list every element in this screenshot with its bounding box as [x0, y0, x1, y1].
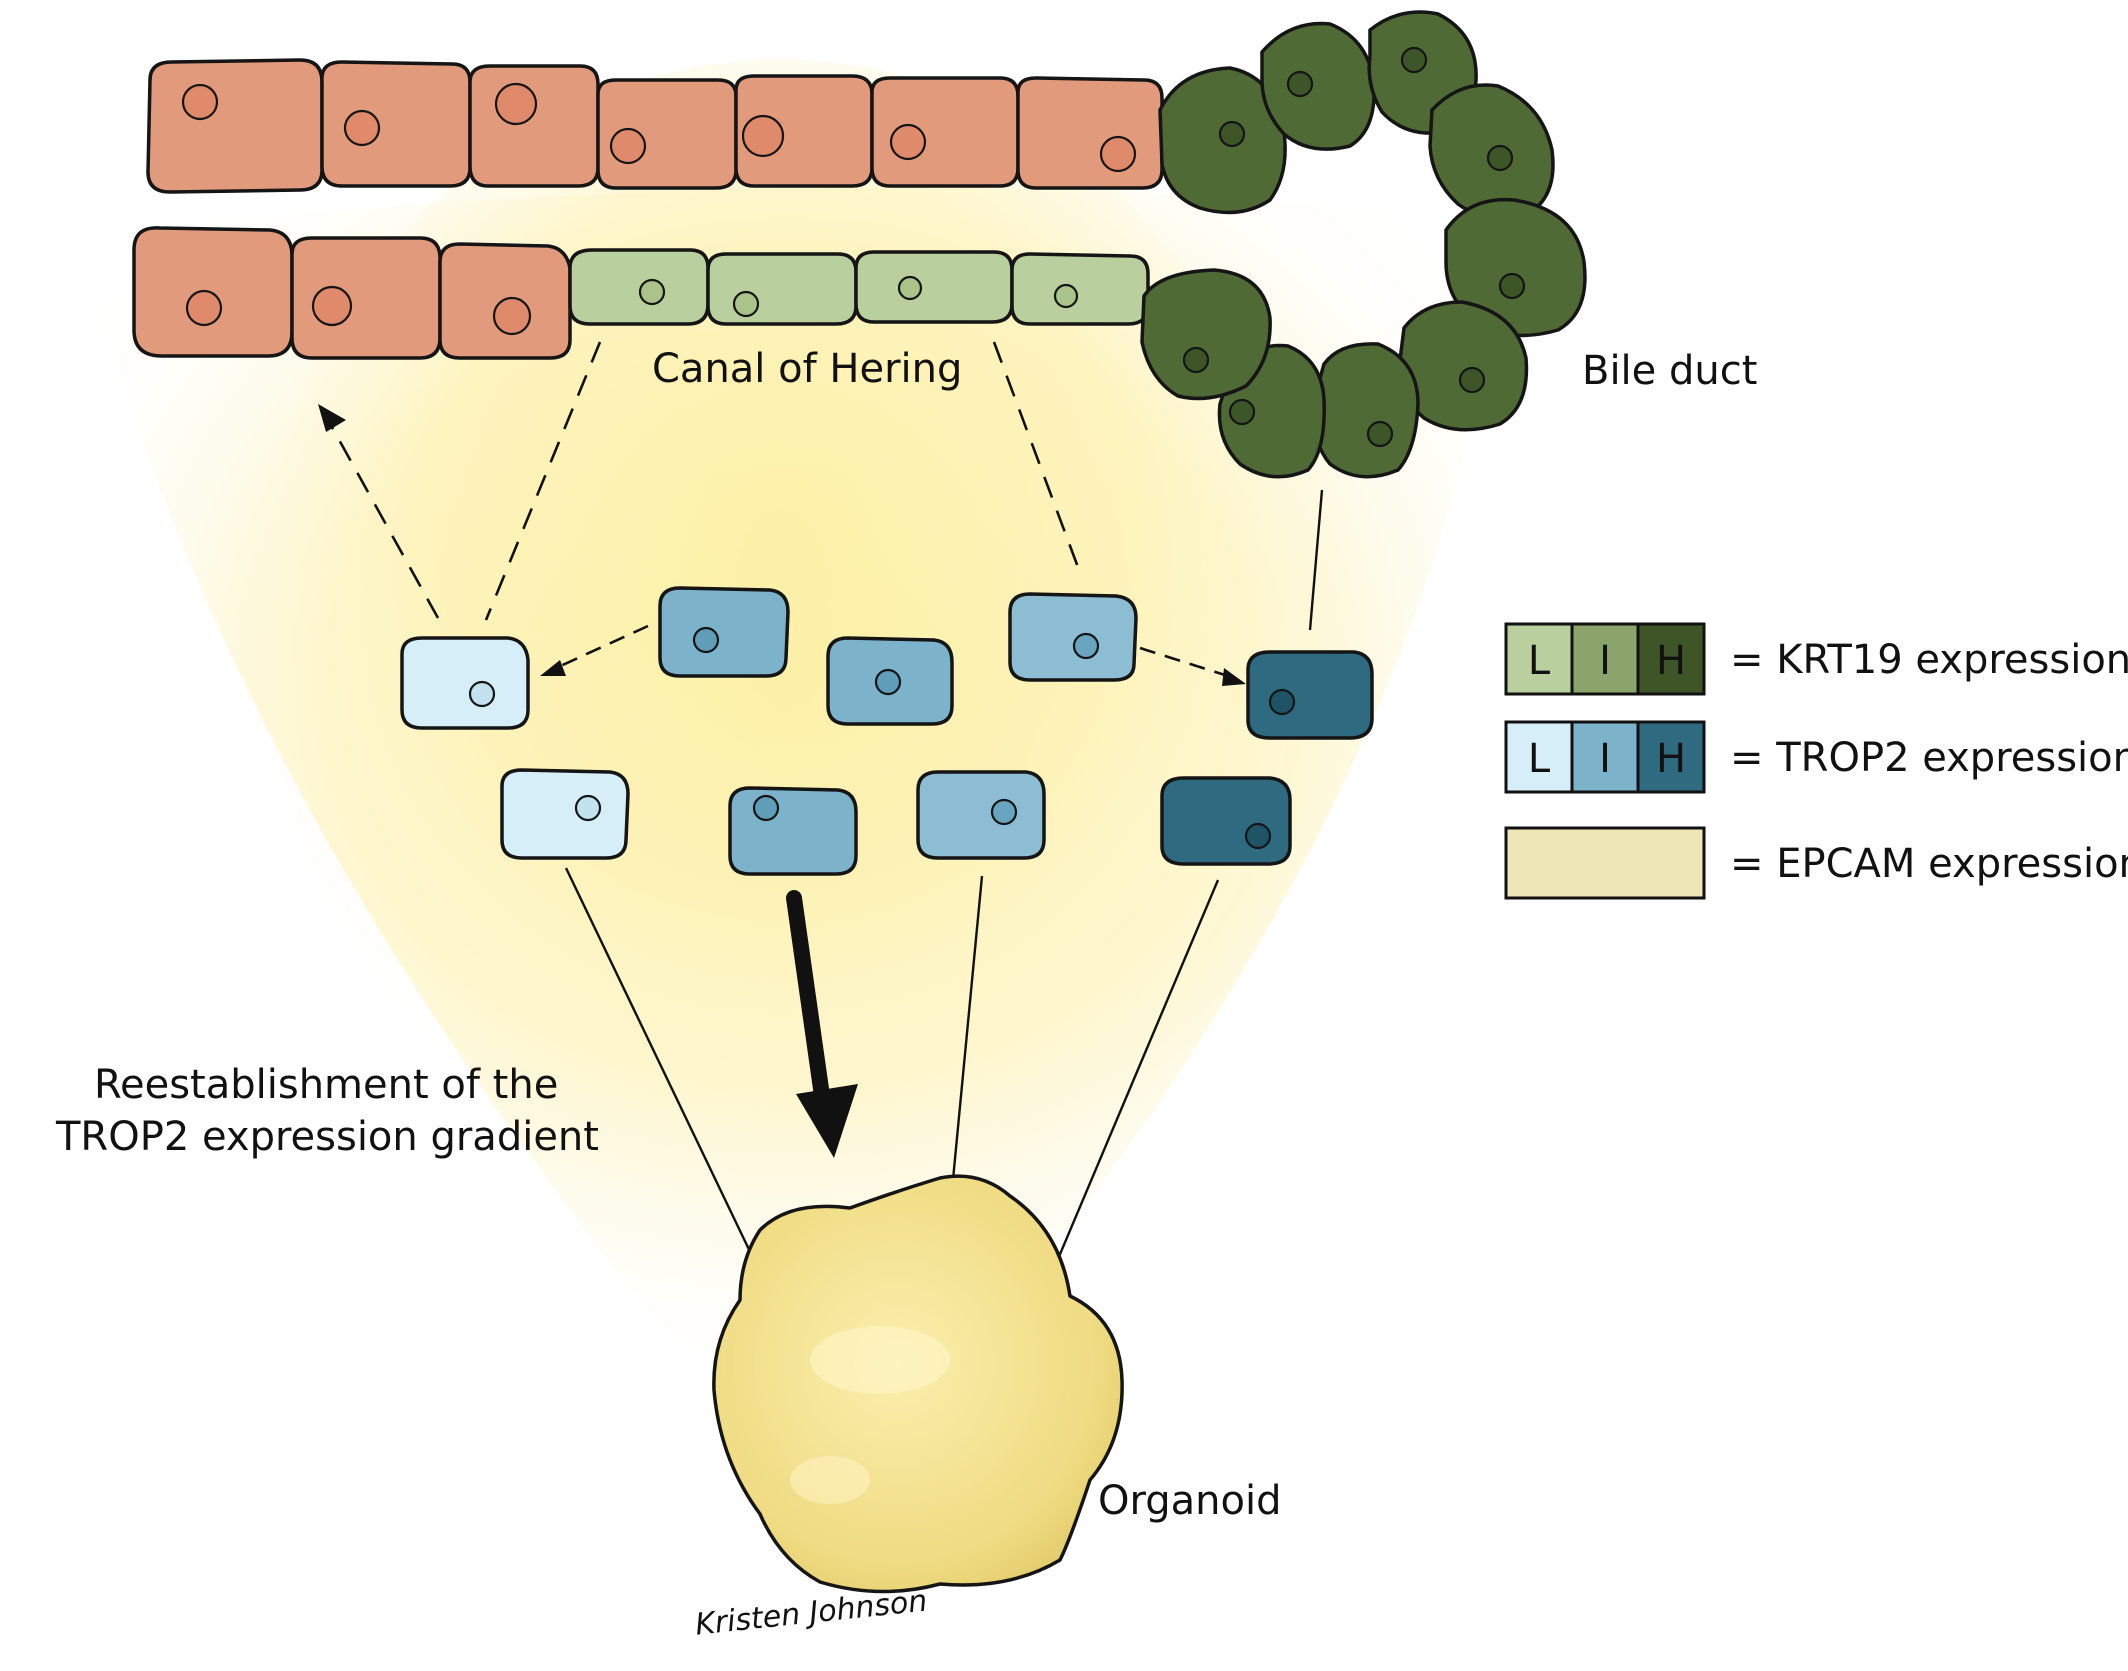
- bile-duct-cell: [1140, 268, 1272, 401]
- bile-duct-nucleus: [1218, 120, 1246, 148]
- bile-duct-nucleus: [1458, 366, 1486, 394]
- artist-signature: Kristen Johnson: [694, 1583, 929, 1642]
- trop2-nucleus: [1072, 632, 1100, 660]
- trop2-cell-mid: [658, 586, 790, 678]
- solid-line: [1308, 489, 1324, 631]
- legend-swatch: [1570, 622, 1640, 696]
- legend-swatch: [1636, 622, 1706, 696]
- organoid-highlight: [810, 1326, 950, 1394]
- reestablishment-label-line1: Reestablishment of the: [94, 1062, 558, 1108]
- hepatocyte-cell: [468, 64, 600, 188]
- hepatocyte-nucleus: [492, 296, 532, 336]
- canal-cell: [706, 252, 858, 326]
- hepatocyte-cell: [132, 226, 294, 358]
- canal-nucleus: [732, 290, 760, 318]
- trop2-nucleus: [1244, 822, 1272, 850]
- trop2-cell-mid: [916, 770, 1046, 860]
- hepatocyte-nucleus: [889, 123, 927, 161]
- canal-nucleus: [638, 278, 666, 306]
- hepatocyte-nucleus: [311, 285, 353, 327]
- organoid-label: Organoid: [1098, 1478, 1281, 1524]
- legend-swatch: [1504, 622, 1574, 696]
- bile-duct-nucleus: [1366, 420, 1394, 448]
- trop2-cell-mid: [728, 786, 858, 876]
- canal-nucleus: [897, 275, 923, 301]
- solid-line: [946, 875, 984, 1233]
- hepatocyte-nucleus: [343, 109, 381, 147]
- legend-swatch: [1636, 720, 1706, 794]
- trop2-nucleus: [752, 794, 780, 822]
- legend-row: = EPCAM expression: [1504, 826, 2128, 900]
- hepatocyte-nucleus: [185, 289, 223, 327]
- legend-swatch-letter: I: [1599, 736, 1611, 782]
- legend-swatch-letter: I: [1599, 638, 1611, 684]
- bile-duct-label: Bile duct: [1582, 348, 1757, 394]
- legend-label: = EPCAM expression: [1730, 841, 2128, 887]
- hepatocyte-cell: [146, 58, 324, 194]
- legend-swatch-letter: H: [1656, 638, 1686, 684]
- bile-duct-nucleus: [1400, 46, 1428, 74]
- trop2-cell-high: [1160, 776, 1292, 866]
- hepatocyte-nucleus: [181, 83, 219, 121]
- reestablishment-label-line2: TROP2 expression gradient: [55, 1114, 599, 1160]
- bile-duct-cell: [1311, 342, 1420, 479]
- legend-swatch: [1504, 826, 1706, 900]
- hepatocyte-row-bottom: [132, 226, 572, 360]
- trop2-cell-low: [500, 768, 630, 860]
- bile-duct-nucleus: [1486, 144, 1514, 172]
- legend-swatch-letter: H: [1656, 736, 1686, 782]
- trop2-nucleus: [874, 668, 902, 696]
- canal-cell: [568, 248, 710, 326]
- canal-cell: [1010, 252, 1150, 326]
- hepatocyte-nucleus: [1099, 135, 1137, 173]
- canal-of-hering-label: Canal of Hering: [652, 346, 962, 392]
- hepatocyte-cell: [1016, 76, 1164, 190]
- dashed-arrow-line: [1139, 646, 1229, 678]
- hepatocyte-nucleus: [609, 127, 647, 165]
- trop2-cells: [400, 586, 1374, 876]
- trop2-nucleus: [692, 626, 720, 654]
- differentiation-arrow: [786, 890, 858, 1158]
- canal-cell: [854, 250, 1014, 324]
- bile-duct-nucleus: [1182, 346, 1210, 374]
- bile-duct-cell: [1260, 21, 1376, 151]
- bile-duct-nucleus: [1228, 398, 1256, 426]
- dashed-arrow-line: [555, 624, 649, 670]
- trop2-nucleus: [990, 798, 1018, 826]
- bile-duct-cells: [1140, 10, 1587, 479]
- trop2-cell-low: [400, 636, 530, 730]
- legend-swatch: [1504, 720, 1574, 794]
- trop2-nucleus: [574, 794, 602, 822]
- legend-swatch-letter: L: [1528, 736, 1551, 782]
- canal-of-hering-cells: [568, 248, 1150, 326]
- dashed-line: [484, 341, 602, 621]
- trop2-cell-high: [1246, 650, 1374, 740]
- trop2-nucleus: [468, 680, 496, 708]
- hepatocyte-cell: [320, 60, 472, 188]
- hepatocyte-nucleus: [494, 82, 538, 126]
- legend-swatch-letter: L: [1528, 638, 1551, 684]
- trop2-cell-mid: [1008, 592, 1138, 682]
- arrowhead: [1222, 668, 1246, 686]
- dashed-arrow-line: [326, 419, 440, 619]
- canal-nucleus: [1053, 283, 1079, 309]
- legend-label: = KRT19 expression: [1730, 637, 2128, 683]
- organoid-highlight: [790, 1456, 870, 1504]
- legend-label: = TROP2 expression: [1730, 735, 2128, 781]
- solid-line: [564, 867, 780, 1311]
- arrowhead: [540, 660, 566, 676]
- hepatocyte-row-top: [146, 58, 1164, 194]
- bile-duct-nucleus: [1498, 272, 1526, 300]
- dashed-line: [992, 341, 1084, 579]
- bile-duct-nucleus: [1286, 70, 1314, 98]
- arrowhead: [318, 404, 346, 432]
- trop2-nucleus: [1268, 688, 1296, 716]
- hepatocyte-nucleus: [741, 114, 785, 158]
- arrowhead: [796, 1084, 858, 1158]
